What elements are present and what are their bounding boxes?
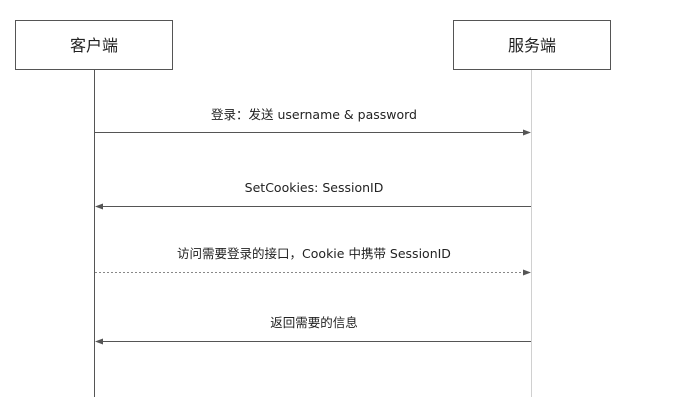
server-label: 服务端: [508, 36, 556, 55]
message-set-cookies-arrowhead: [95, 203, 103, 210]
message-set-cookies: SetCookies: SessionID: [95, 180, 531, 210]
message-login-arrowhead: [523, 129, 531, 136]
message-access-api-arrowhead: [523, 269, 531, 276]
message-login: 登录：发送 username & password: [95, 107, 531, 136]
message-login-label: 登录：发送 username & password: [211, 107, 417, 122]
server-box: [453, 20, 611, 70]
message-access-api: 访问需要登录的接口，Cookie 中携带 SessionID: [95, 246, 531, 276]
message-set-cookies-label: SetCookies: SessionID: [245, 180, 384, 195]
client-label: 客户端: [70, 36, 118, 55]
participant-client: 客户端: [15, 20, 173, 70]
message-return-info-label: 返回需要的信息: [270, 315, 358, 330]
message-return-info: 返回需要的信息: [95, 315, 531, 345]
participant-server: 服务端: [453, 20, 611, 70]
message-return-info-arrowhead: [95, 338, 103, 345]
message-access-api-label: 访问需要登录的接口，Cookie 中携带 SessionID: [177, 246, 451, 261]
client-box: [15, 20, 173, 70]
